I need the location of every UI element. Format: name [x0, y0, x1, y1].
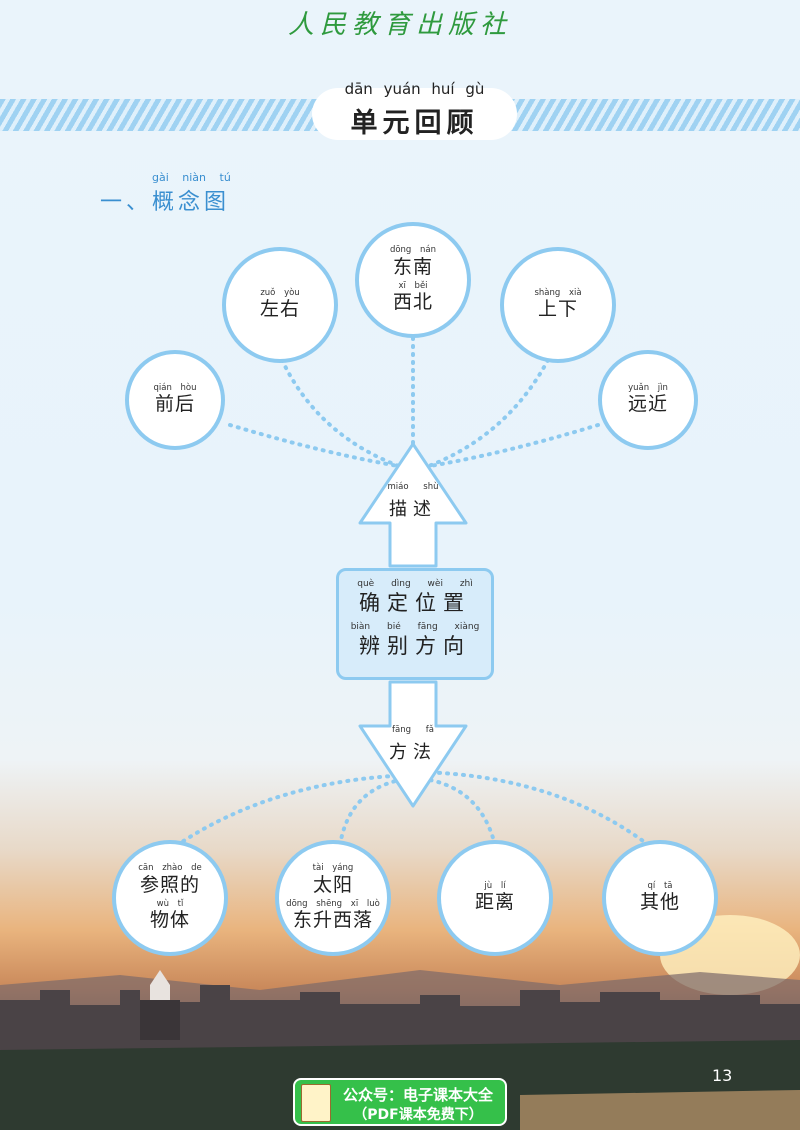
- node-label: 西北: [392, 291, 433, 313]
- arrow-pinyin: miáo shù: [387, 482, 439, 492]
- center-text: 辨别方向: [359, 634, 471, 659]
- page-number: 13: [712, 1066, 733, 1085]
- node-pinyin: dōng nán: [389, 245, 437, 256]
- node-pinyin: yuǎn jìn: [628, 382, 668, 393]
- center-pinyin: biàn bié fāng xiàng: [350, 622, 480, 633]
- node-sun: tài yáng 太阳 dōng shēng xī luò 东升西落: [275, 840, 391, 956]
- node-pinyin: qián hòu: [153, 382, 197, 393]
- node-far-near: yuǎn jìn 远近: [598, 350, 698, 450]
- node-label: 太阳: [312, 873, 353, 896]
- node-pinyin: shàng xià: [534, 287, 582, 298]
- node-label: 距离: [474, 891, 515, 914]
- node-pinyin: qí tā: [647, 880, 673, 891]
- arrow-text: 描述: [389, 498, 437, 520]
- node-up-down: shàng xià 上下: [500, 247, 616, 363]
- node-label: 上下: [537, 298, 578, 321]
- arrow-pinyin: fāng fǎ: [392, 725, 434, 735]
- book-logo-icon: [301, 1084, 331, 1122]
- publisher-logo: 人民教育出版社: [287, 10, 512, 40]
- node-distance: jù lí 距离: [437, 840, 553, 956]
- node-pinyin: cān zhào de: [138, 863, 202, 874]
- node-pinyin: wù tǐ: [156, 898, 184, 909]
- promo-banner[interactable]: 公众号：电子课本大全 （PDF课本免费下）: [293, 1078, 507, 1126]
- node-front-back: qián hòu 前后: [125, 350, 225, 450]
- center-concept-box: què dìng wèi zhì 确定位置 biàn bié fāng xiàn…: [336, 568, 494, 680]
- title-pinyin: dān yuán huí gù: [344, 80, 485, 98]
- node-label: 左右: [259, 298, 300, 321]
- node-label: 物体: [149, 909, 190, 931]
- section-title: 一、概念图: [100, 190, 231, 215]
- node-other: qí tā 其他: [602, 840, 718, 956]
- banner-line-1: 公众号：电子课本大全: [342, 1086, 493, 1104]
- node-pinyin: dōng shēng xī luò: [286, 898, 380, 909]
- node-label: 远近: [627, 393, 668, 416]
- node-directions: dōng nán 东南 xī běi 西北: [355, 222, 471, 338]
- center-pinyin: què dìng wèi zhì: [357, 579, 473, 589]
- node-pinyin: zuǒ yòu: [260, 287, 300, 298]
- node-label: 前后: [154, 393, 195, 416]
- node-pinyin: xī běi: [398, 280, 428, 291]
- section-pinyin: gài niàn tú: [152, 171, 231, 184]
- node-pinyin: tài yáng: [312, 863, 354, 874]
- banner-line-2: （PDF课本免费下）: [353, 1107, 483, 1123]
- up-arrow-label: miáo shù 描述: [363, 483, 463, 521]
- center-text: 确定位置: [359, 591, 471, 615]
- page-title: 单元回顾: [350, 108, 479, 139]
- node-pinyin: jù lí: [484, 880, 506, 891]
- node-left-right: zuǒ yòu 左右: [222, 247, 338, 363]
- node-label: 参照的: [139, 873, 200, 896]
- arrow-text: 方法: [389, 741, 437, 763]
- node-reference-object: cān zhào de 参照的 wù tǐ 物体: [112, 840, 228, 956]
- down-arrow-label: fāng fǎ 方法: [363, 726, 463, 764]
- title-box: [312, 88, 517, 140]
- node-label: 其他: [639, 891, 680, 914]
- node-label: 东南: [392, 255, 433, 278]
- node-label: 东升西落: [292, 909, 373, 931]
